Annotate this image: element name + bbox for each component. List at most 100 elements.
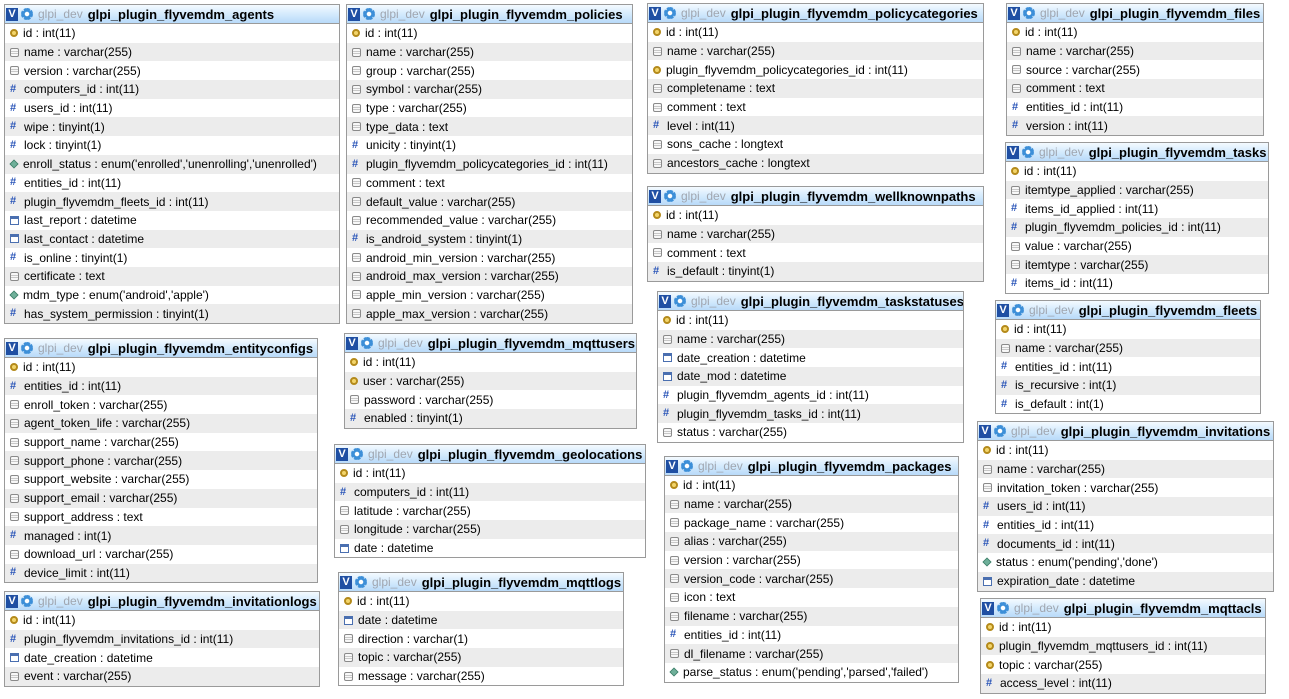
date-icon bbox=[10, 234, 19, 244]
string-icon bbox=[1011, 185, 1020, 195]
field-label: support_website : varchar(255) bbox=[24, 472, 190, 487]
field-list: id : int(11)name : varchar(255)entities_… bbox=[996, 320, 1260, 414]
field-list: id : int(11)name : varchar(255)comment :… bbox=[648, 206, 983, 281]
gear-icon[interactable] bbox=[674, 295, 686, 307]
field-list: id : int(11)name : varchar(255)plugin_fl… bbox=[648, 23, 983, 173]
field-row: sons_cache : longtext bbox=[648, 135, 983, 154]
database-name: glpi_dev bbox=[1039, 145, 1084, 159]
field-label: enroll_token : varchar(255) bbox=[24, 397, 168, 412]
string-icon bbox=[653, 83, 662, 93]
toggle-icon[interactable]: V bbox=[659, 294, 671, 308]
gear-icon[interactable] bbox=[1023, 7, 1035, 19]
gear-icon[interactable] bbox=[664, 7, 676, 19]
gear-icon[interactable] bbox=[664, 190, 676, 202]
gear-icon[interactable] bbox=[997, 602, 1009, 614]
key-icon bbox=[340, 469, 348, 478]
toggle-icon[interactable]: V bbox=[6, 594, 18, 608]
toggle-icon[interactable]: V bbox=[1008, 6, 1020, 20]
toggle-icon[interactable]: V bbox=[649, 6, 661, 20]
table-name: glpi_plugin_flyvemdm_policies bbox=[429, 6, 623, 22]
numeric-icon bbox=[10, 178, 19, 187]
toggle-icon[interactable]: V bbox=[6, 7, 18, 21]
field-row: plugin_flyvemdm_fleets_id : int(11) bbox=[5, 192, 339, 211]
gear-icon[interactable] bbox=[681, 460, 693, 472]
table-name: glpi_plugin_flyvemdm_mqttlogs bbox=[421, 574, 622, 590]
gear-icon[interactable] bbox=[21, 342, 33, 354]
toggle-icon[interactable]: V bbox=[346, 336, 358, 350]
toggle-icon[interactable]: V bbox=[666, 459, 678, 473]
field-row: itemtype : varchar(255) bbox=[1006, 255, 1268, 275]
field-row: has_system_permission : tinyint(1) bbox=[5, 304, 339, 323]
field-row: password : varchar(255) bbox=[345, 390, 636, 410]
numeric-icon bbox=[10, 197, 19, 206]
gear-icon[interactable] bbox=[21, 8, 33, 20]
string-icon bbox=[10, 47, 19, 57]
gear-icon[interactable] bbox=[1022, 146, 1034, 158]
field-label: default_value : varchar(255) bbox=[366, 194, 516, 209]
field-row: last_contact : datetime bbox=[5, 229, 339, 249]
enum-icon bbox=[982, 557, 992, 567]
table-name: glpi_plugin_flyvemdm_tasks bbox=[1088, 144, 1267, 160]
field-row: id : int(11) bbox=[5, 24, 339, 43]
field-label: type : varchar(255) bbox=[366, 101, 467, 116]
field-label: status : enum('pending','done') bbox=[996, 555, 1158, 570]
field-row: dl_filename : varchar(255) bbox=[665, 644, 958, 663]
toggle-icon[interactable]: V bbox=[649, 189, 661, 203]
field-row: id : int(11) bbox=[665, 476, 958, 495]
toggle-icon[interactable]: V bbox=[982, 601, 994, 615]
field-label: topic : varchar(255) bbox=[358, 650, 462, 665]
field-row: direction : varchar(1) bbox=[339, 629, 623, 649]
field-row: expiration_date : datetime bbox=[978, 571, 1273, 591]
field-row: id : int(11) bbox=[1007, 23, 1263, 42]
field-label: users_id : int(11) bbox=[997, 499, 1086, 514]
numeric-icon bbox=[1012, 121, 1021, 130]
field-row: id : int(11) bbox=[1006, 162, 1268, 181]
string-icon bbox=[653, 139, 662, 149]
date-icon bbox=[10, 653, 19, 663]
gear-icon[interactable] bbox=[1012, 304, 1024, 316]
numeric-icon bbox=[1011, 223, 1020, 232]
gear-icon[interactable] bbox=[994, 425, 1006, 437]
field-row: source : varchar(255) bbox=[1007, 60, 1263, 80]
string-icon bbox=[352, 271, 361, 281]
field-row: topic : varchar(255) bbox=[981, 655, 1265, 675]
field-row: users_id : int(11) bbox=[5, 98, 339, 118]
field-row: message : varchar(255) bbox=[339, 666, 623, 686]
toggle-icon[interactable]: V bbox=[6, 341, 18, 355]
table-name: glpi_plugin_flyvemdm_mqttacls bbox=[1063, 600, 1262, 616]
string-icon bbox=[1011, 241, 1020, 251]
field-row: id : int(11) bbox=[981, 618, 1265, 637]
toggle-icon[interactable]: V bbox=[1007, 145, 1019, 159]
string-icon bbox=[653, 102, 662, 112]
field-row: type : varchar(255) bbox=[347, 98, 632, 118]
key-icon bbox=[653, 65, 661, 74]
field-row: plugin_flyvemdm_invitations_id : int(11) bbox=[5, 629, 319, 649]
field-row: entities_id : int(11) bbox=[996, 357, 1260, 377]
toggle-icon[interactable]: V bbox=[997, 303, 1009, 317]
field-label: event : varchar(255) bbox=[24, 669, 132, 684]
field-label: android_min_version : varchar(255) bbox=[366, 250, 556, 265]
gear-icon[interactable] bbox=[363, 8, 375, 20]
numeric-icon bbox=[10, 531, 19, 540]
gear-icon[interactable] bbox=[351, 448, 363, 460]
field-label: id : int(11) bbox=[365, 26, 418, 41]
toggle-icon[interactable]: V bbox=[336, 447, 348, 461]
gear-icon[interactable] bbox=[355, 576, 367, 588]
field-label: android_max_version : varchar(255) bbox=[366, 269, 559, 284]
field-row: id : int(11) bbox=[648, 23, 983, 42]
toggle-icon[interactable]: V bbox=[348, 7, 360, 21]
toggle-icon[interactable]: V bbox=[979, 424, 991, 438]
gear-icon[interactable] bbox=[361, 337, 373, 349]
field-label: is_android_system : tinyint(1) bbox=[366, 231, 523, 246]
gear-icon[interactable] bbox=[21, 595, 33, 607]
field-label: last_report : datetime bbox=[24, 213, 137, 228]
toggle-icon[interactable]: V bbox=[340, 575, 352, 589]
database-name: glpi_dev bbox=[1040, 6, 1085, 20]
